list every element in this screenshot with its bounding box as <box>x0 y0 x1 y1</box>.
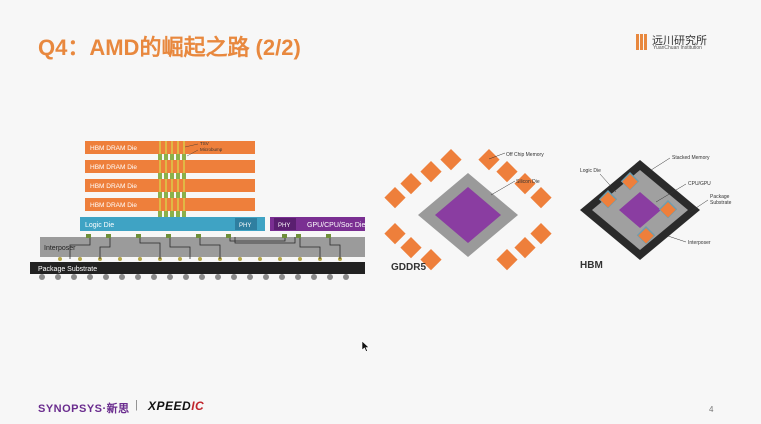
hbm-dram-die-2 <box>85 160 255 173</box>
hbm-dram-die-label-3: HBM DRAM Die <box>90 183 137 190</box>
footer-separator: | <box>135 399 138 411</box>
logo-text-en: YuanChuan Institution <box>653 45 702 51</box>
mouse-cursor-icon <box>361 340 370 352</box>
silicon-die-label: Silicon Die <box>516 179 540 185</box>
hbm-dram-die-label-1: HBM DRAM Die <box>90 145 137 152</box>
cpu-gpu-label: CPU/GPU <box>688 181 711 187</box>
hbm-interposer-label: Interposer <box>688 240 711 246</box>
package-substrate <box>30 262 365 274</box>
logic-die <box>80 217 265 231</box>
synopsys-logo: SYNOPSYS·新思 <box>38 403 130 415</box>
interposer-bump-pads <box>86 234 331 238</box>
stacked-memory-label: Stacked Memory <box>672 155 710 161</box>
gpu-die-label: GPU/CPU/Soc Die <box>307 222 365 229</box>
hbm-diagram: Logic Die Stacked Memory CPU/GPU Package… <box>580 155 732 271</box>
phy-right-label: PHY <box>278 223 290 229</box>
hbm-stack-diagram: Package Substrate Interposer Logic Die P… <box>30 141 365 280</box>
logic-die-label: Logic Die <box>85 222 114 229</box>
microbump-label: Microbump <box>200 147 223 152</box>
package-balls <box>39 274 349 280</box>
hbm-dram-die-label-4: HBM DRAM Die <box>90 202 137 209</box>
xpeedic-logo: XPEEDIC <box>148 399 204 413</box>
tsv-label: TSV <box>200 141 209 146</box>
hbm-label: HBM <box>580 260 603 271</box>
xpeedic-logo-b: IC <box>191 399 205 413</box>
phy-right <box>274 218 296 230</box>
phy-left-label: PHY <box>239 223 251 229</box>
logo-mark-icon <box>636 33 648 51</box>
off-chip-memory-label: Off Chip Memory <box>506 152 544 158</box>
slide-title: Q4：AMD的崛起之路 (2/2) <box>38 35 301 60</box>
microbumps <box>158 154 186 217</box>
gddr5-label: GDDR5 <box>391 262 426 273</box>
hbm-cpu-gpu <box>619 192 661 228</box>
interposer-traces <box>69 237 341 259</box>
interposer <box>40 237 365 257</box>
gddr5-silicon-die <box>435 187 501 243</box>
package-label-2: Substrate <box>710 200 732 206</box>
page-number: 4 <box>709 405 714 414</box>
hbm-dram-die-1 <box>85 141 255 154</box>
logo-text-cn: 远川研究所 <box>652 34 707 47</box>
package-substrate-label: Package Substrate <box>38 266 97 273</box>
gddr5-diagram: Off Chip Memory Silicon Die GDDR5 <box>384 149 552 273</box>
phy-left <box>235 218 257 230</box>
hbm-dram-die-label-2: HBM DRAM Die <box>90 164 137 171</box>
hbm-dram-die-3 <box>85 179 255 192</box>
xpeedic-logo-a: XPEED <box>148 399 192 413</box>
package-label-1: Package <box>710 194 730 200</box>
hbm-dram-die-4 <box>85 198 255 211</box>
hbm-logic-die-label: Logic Die <box>580 168 601 174</box>
interposer-label: Interposer <box>44 245 76 252</box>
yuanchuan-logo: 远川研究所 YuanChuan Institution <box>636 33 736 53</box>
interposer-bumps <box>58 257 342 261</box>
